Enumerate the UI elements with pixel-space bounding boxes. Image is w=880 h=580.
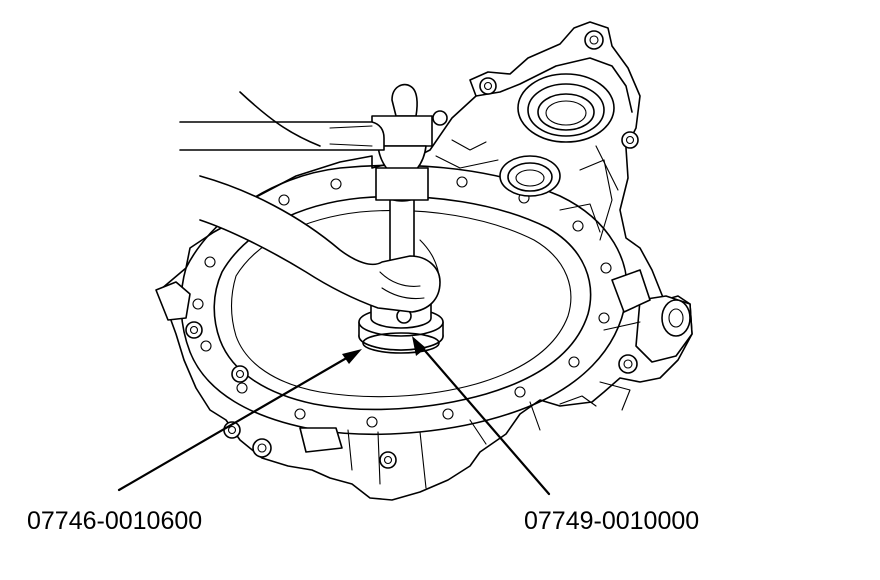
leader-lines	[117, 336, 551, 496]
callout-label-driver-attachment: 07746-0010600	[27, 507, 203, 535]
hand-holding-driver	[199, 175, 441, 313]
leader-line-right	[418, 343, 551, 496]
seal-driver-tool	[179, 83, 444, 354]
leader-line-left	[117, 354, 352, 492]
arm-holding-hammer	[179, 91, 385, 151]
leader-arrow-left	[342, 349, 362, 364]
leader-arrow-right	[412, 336, 426, 356]
callout-label-driver-handle: 07749-0010000	[524, 507, 700, 535]
